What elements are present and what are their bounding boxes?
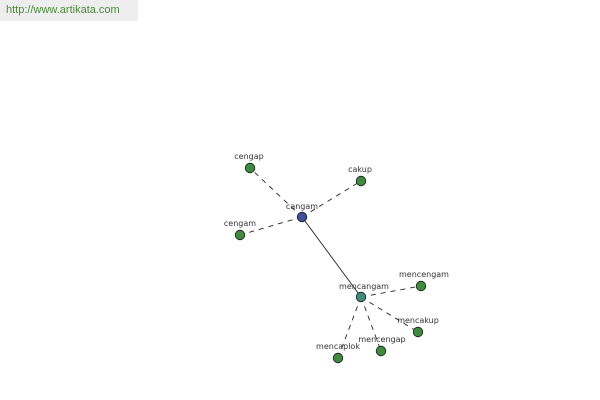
node-cengap[interactable]: cengap (234, 152, 264, 174)
edge-cangam-cakup (301, 180, 362, 218)
node-circle-cangam[interactable] (296, 211, 308, 223)
node-circle-cengap[interactable] (244, 162, 256, 174)
edge-cangam-mencangam (301, 216, 362, 298)
nodes-layer: cangam cengap cakup cengam mencangam mencenga… (224, 152, 449, 364)
node-circle-mencengam[interactable] (415, 280, 427, 292)
node-cengam[interactable]: cengam (224, 219, 256, 241)
node-label-mencakup: mencakup (397, 316, 439, 325)
node-circle-mencengap[interactable] (375, 345, 387, 357)
edge-mencangam-mencakup (360, 296, 419, 333)
node-label-mencengam: mencengam (399, 270, 449, 279)
node-mencengap[interactable]: mencengap (358, 335, 406, 357)
edge-mencangam-mencengam (360, 285, 422, 298)
node-label-mencengap: mencengap (358, 335, 405, 344)
node-label-mencaplok: mencaplok (316, 342, 360, 351)
node-label-cangam: cangam (286, 202, 318, 211)
edge-cangam-cengap (249, 167, 303, 218)
node-circle-mencakup[interactable] (412, 326, 424, 338)
node-circle-mencangam[interactable] (355, 291, 367, 303)
node-circle-cengam[interactable] (234, 229, 246, 241)
node-cakup[interactable]: cakup (348, 165, 372, 187)
node-mencengam[interactable]: mencengam (399, 270, 449, 292)
node-label-cakup: cakup (348, 165, 372, 174)
node-mencakup[interactable]: mencakup (397, 316, 439, 338)
node-label-cengam: cengam (224, 219, 256, 228)
node-mencaplok[interactable]: mencaplok (316, 342, 360, 364)
edge-mencangam-mencaplok (337, 296, 362, 359)
node-mencangam[interactable]: mencangam (339, 282, 389, 303)
edge-cangam-cengam (239, 216, 303, 236)
edges-layer (239, 167, 422, 359)
node-circle-cakup[interactable] (355, 175, 367, 187)
node-label-mencangam: mencangam (339, 282, 389, 291)
node-circle-mencaplok[interactable] (332, 352, 344, 364)
url-banner: http://www.artikata.com (0, 0, 138, 21)
site-url-link[interactable]: http://www.artikata.com (6, 4, 120, 16)
node-cangam[interactable]: cangam (286, 202, 318, 223)
node-label-cengap: cengap (234, 152, 263, 161)
